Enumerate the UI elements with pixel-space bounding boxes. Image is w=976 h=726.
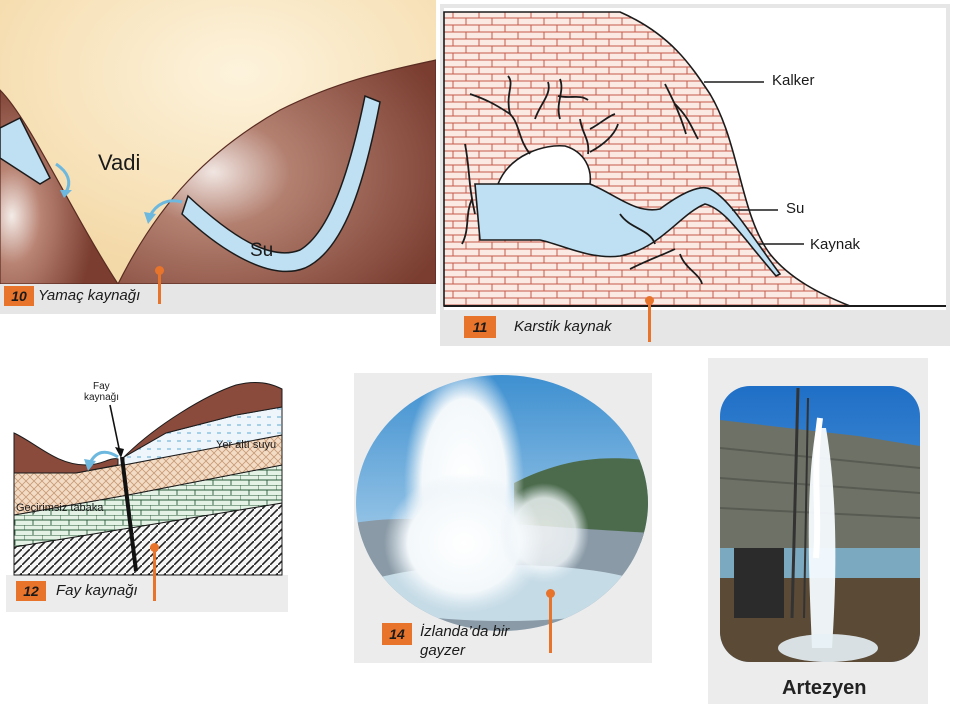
label-water: Su	[250, 240, 274, 261]
figure-caption: Yamaç kaynağı	[38, 287, 141, 304]
panel-artesian: Artezyen	[708, 358, 928, 704]
figure-caption-line1: İzlanda’da bir	[420, 623, 510, 640]
panel-geyser: 14 İzlanda’da bir gayzer	[354, 373, 652, 663]
pointer-line	[549, 593, 552, 653]
panel-karst-spring: Kalker Su Kaynak 11 Karstik kaynak	[440, 4, 950, 346]
figure-caption: Karstik kaynak	[514, 318, 612, 335]
label-water: Su	[786, 200, 805, 217]
figure-caption: Fay kaynağı	[56, 582, 138, 599]
pointer-line	[648, 300, 651, 342]
karst-spring-diagram	[443, 8, 946, 310]
panel-fault-spring: Fay kaynağı Yer altı suyu Geçirimsiz tab…	[6, 325, 288, 612]
hillside-spring-diagram	[0, 0, 436, 314]
figure-number-badge: 12	[16, 581, 46, 601]
label-fault-line1: Fay	[93, 381, 110, 392]
panel-hillside-spring: Vadi Su 10 Yamaç kaynağı	[0, 0, 436, 314]
label-fault-line2: kaynağı	[84, 392, 120, 403]
label-groundwater: Yer altı suyu	[216, 439, 277, 451]
fault-spring-diagram	[6, 325, 288, 576]
label-spring: Kaynak	[810, 236, 861, 253]
artesian-caption: Artezyen	[782, 677, 867, 699]
pointer-line	[153, 547, 156, 601]
label-valley: Vadi	[98, 150, 141, 175]
pointer-line	[158, 270, 161, 304]
figure-number-badge: 14	[382, 623, 412, 645]
figure-number-badge: 10	[4, 286, 34, 306]
label-impermeable: Geçirimsiz tabaka	[16, 502, 104, 514]
geyser-photo	[356, 375, 648, 631]
figure-number-badge: 11	[464, 316, 496, 338]
figure-caption-line2: gayzer	[420, 642, 466, 659]
artesian-photo	[720, 386, 920, 662]
label-limestone: Kalker	[772, 72, 815, 89]
